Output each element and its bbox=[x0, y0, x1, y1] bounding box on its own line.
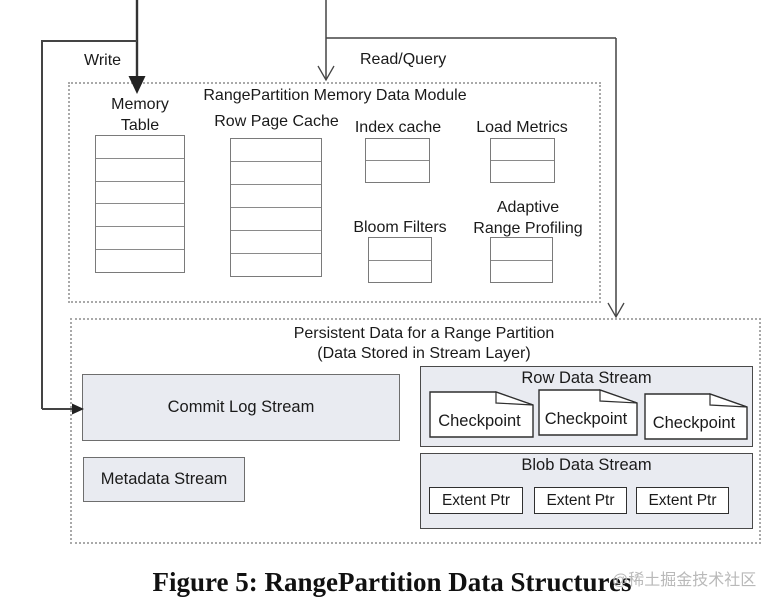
stack-row bbox=[491, 139, 554, 161]
stack-row bbox=[231, 162, 321, 185]
load-metrics-stack bbox=[490, 138, 555, 183]
stack-row bbox=[369, 261, 431, 283]
memory-data-module-box bbox=[68, 82, 601, 303]
bloom-filters-stack bbox=[368, 237, 432, 283]
blob-data-stream-title: Blob Data Stream bbox=[521, 456, 652, 474]
read-query-label: Read/Query bbox=[360, 51, 447, 68]
write-label: Write bbox=[84, 52, 122, 69]
bloom-filters-label: Bloom Filters bbox=[353, 219, 447, 236]
stack-row bbox=[366, 139, 429, 161]
document-icon bbox=[429, 391, 534, 438]
persistent-title-line2: (Data Stored in Stream Layer) bbox=[317, 345, 531, 362]
adaptive-range-profiling-label: Adaptive Range Profiling bbox=[463, 197, 593, 239]
adaptive-label-line1: Adaptive bbox=[496, 199, 560, 216]
row-data-stream-title: Row Data Stream bbox=[521, 369, 652, 387]
metadata-stream-box: Metadata Stream bbox=[83, 457, 245, 502]
extent-ptr-box: Extent Ptr bbox=[534, 487, 627, 514]
load-metrics-label: Load Metrics bbox=[476, 119, 568, 136]
document-icon bbox=[538, 389, 638, 436]
row-page-cache-label: Row Page Cache bbox=[214, 113, 339, 130]
checkpoint-label: Checkpoint bbox=[544, 410, 628, 428]
index-cache-stack bbox=[365, 138, 430, 183]
extent-ptr-box: Extent Ptr bbox=[429, 487, 523, 514]
row-data-stream-box: Row Data Stream Checkpoint Checkpoint Ch… bbox=[420, 366, 753, 447]
index-cache-label: Index cache bbox=[354, 119, 442, 136]
adaptive-range-profiling-stack bbox=[490, 237, 553, 283]
document-icon bbox=[644, 393, 748, 440]
read-arrowhead-icon bbox=[317, 65, 335, 82]
adaptive-label-line2: Range Profiling bbox=[473, 220, 583, 237]
stack-row bbox=[96, 182, 184, 205]
stack-row bbox=[231, 231, 321, 254]
persistent-title-line1: Persistent Data for a Range Partition bbox=[293, 325, 555, 342]
persistent-data-box bbox=[70, 318, 761, 544]
checkpoint-label: Checkpoint bbox=[438, 412, 521, 430]
blob-data-stream-box: Blob Data Stream Extent Ptr Extent Ptr E… bbox=[420, 453, 753, 529]
stack-row bbox=[231, 139, 321, 162]
memory-table-stack bbox=[95, 135, 185, 273]
memory-table-label: Memory Table bbox=[111, 96, 169, 134]
row-page-cache-stack bbox=[230, 138, 322, 277]
memory-module-title: RangePartition Memory Data Module bbox=[203, 87, 467, 104]
persistent-data-title: Persistent Data for a Range Partition (D… bbox=[94, 324, 754, 364]
checkpoint-label: Checkpoint bbox=[652, 414, 736, 432]
watermark: @稀土掘金技术社区 bbox=[612, 572, 757, 589]
commit-log-stream-box: Commit Log Stream bbox=[82, 374, 400, 441]
stack-row bbox=[491, 161, 554, 182]
extent-ptr-box: Extent Ptr bbox=[636, 487, 729, 514]
commit-log-stream-label: Commit Log Stream bbox=[167, 398, 315, 416]
persistent-arrowhead-icon bbox=[607, 302, 625, 319]
checkpoint-document: Checkpoint bbox=[644, 393, 748, 440]
stack-row bbox=[366, 161, 429, 182]
figure-caption: Figure 5: RangePartition Data Structures bbox=[152, 567, 632, 597]
metadata-stream-label: Metadata Stream bbox=[100, 470, 228, 488]
stack-row bbox=[491, 238, 552, 261]
stack-row bbox=[96, 250, 184, 272]
stack-row bbox=[231, 185, 321, 208]
stack-row bbox=[96, 159, 184, 182]
checkpoint-document: Checkpoint bbox=[429, 391, 534, 438]
stack-row bbox=[96, 204, 184, 228]
stack-row bbox=[96, 227, 184, 251]
stack-row bbox=[231, 208, 321, 231]
stack-row bbox=[231, 254, 321, 276]
checkpoint-document: Checkpoint bbox=[538, 389, 638, 436]
stack-row bbox=[96, 136, 184, 159]
stack-row bbox=[491, 261, 552, 283]
stack-row bbox=[369, 238, 431, 261]
